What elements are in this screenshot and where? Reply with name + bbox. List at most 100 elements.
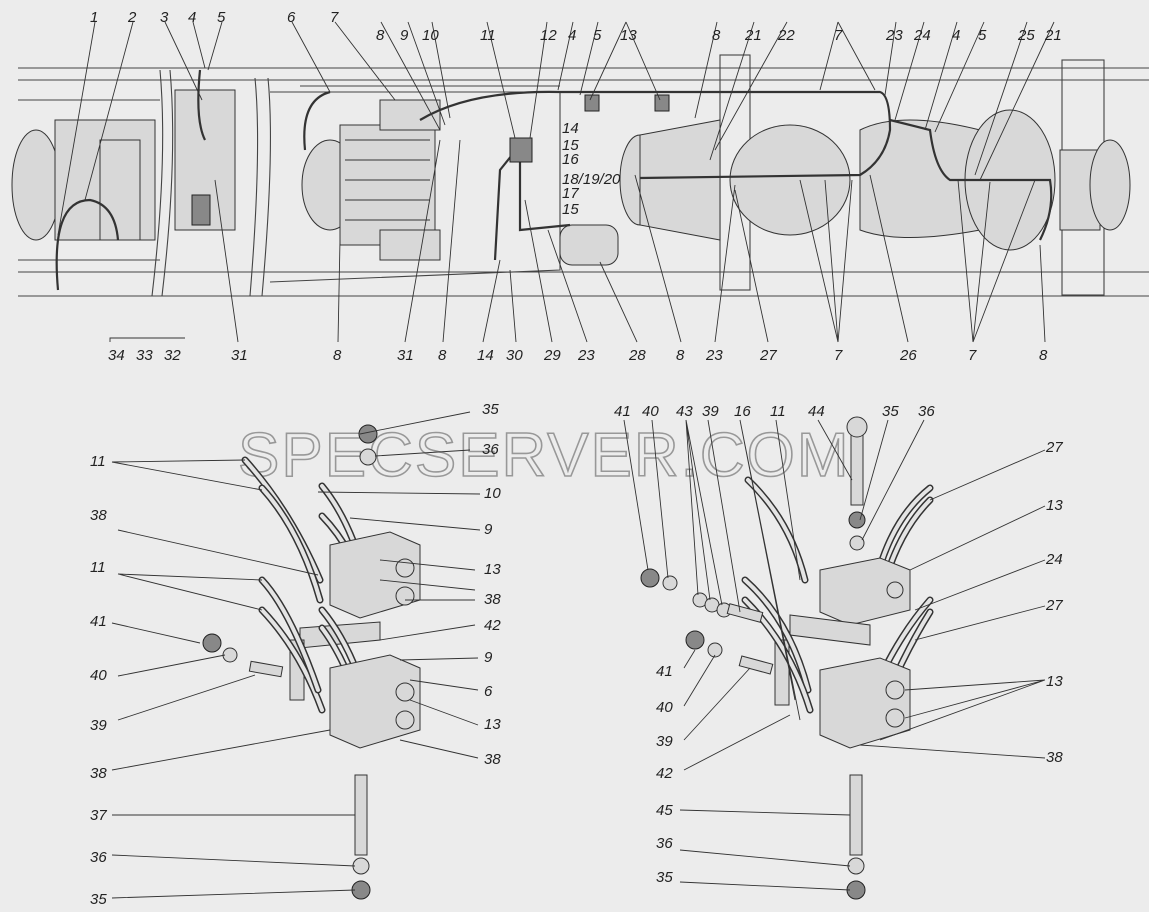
callout-label: 12 bbox=[540, 27, 557, 44]
callout-label: 8 bbox=[438, 347, 447, 364]
callout-label: 33 bbox=[136, 347, 153, 364]
callout-label: 10 bbox=[422, 27, 439, 44]
callout-label: 38 bbox=[484, 591, 501, 608]
callout-label: 23 bbox=[885, 27, 903, 44]
callout-label: 13 bbox=[484, 716, 501, 733]
callout-label: 27 bbox=[1045, 597, 1063, 614]
left-assembly-labels: 35 36 11 10 9 38 13 38 11 42 41 9 40 6 3… bbox=[90, 401, 501, 908]
callout-label: 14 bbox=[562, 120, 579, 137]
callout-label: 8 bbox=[333, 347, 342, 364]
callout-label: 7 bbox=[968, 347, 977, 364]
callout-label: 27 bbox=[1045, 439, 1063, 456]
callout-label: 2 bbox=[127, 9, 137, 26]
callout-label: 38 bbox=[90, 765, 107, 782]
brake-pipeline bbox=[55, 69, 1053, 291]
callout-label: 11 bbox=[90, 453, 106, 470]
callout-label: 7 bbox=[834, 347, 843, 364]
callout-label: 38 bbox=[484, 751, 501, 768]
callout-label: 18/19/20 bbox=[562, 171, 621, 188]
callout-label: 7 bbox=[834, 27, 843, 44]
watermark: SPECSERVER.COM bbox=[238, 421, 851, 490]
transfer-case bbox=[619, 119, 851, 241]
callout-label: 24 bbox=[1045, 551, 1063, 568]
callout-label: 35 bbox=[656, 869, 673, 886]
callout-label: 10 bbox=[484, 485, 501, 502]
top-labels-below: 34 33 32 31 8 31 8 14 30 29 23 28 8 23 2… bbox=[108, 347, 1048, 364]
callout-label: 43 bbox=[676, 403, 693, 420]
callout-label: 8 bbox=[712, 27, 721, 44]
callout-label: 45 bbox=[656, 802, 673, 819]
callout-label: 38 bbox=[1046, 749, 1063, 766]
top-labels-above: 1 2 3 4 5 6 7 8 9 10 11 12 4 5 13 8 21 2… bbox=[90, 9, 1062, 218]
callout-label: 4 bbox=[188, 9, 196, 26]
callout-label: 41 bbox=[90, 613, 107, 630]
callout-label: 39 bbox=[702, 403, 719, 420]
callout-label: 40 bbox=[90, 667, 107, 684]
callout-label: 14 bbox=[477, 347, 494, 364]
callout-label: 8 bbox=[376, 27, 385, 44]
callout-label: 16 bbox=[562, 151, 579, 168]
callout-label: 17 bbox=[562, 185, 579, 202]
callout-label: 41 bbox=[656, 663, 673, 680]
gearbox bbox=[301, 99, 441, 261]
callout-label: 39 bbox=[90, 717, 107, 734]
callout-label: 5 bbox=[593, 27, 602, 44]
callout-label: 42 bbox=[484, 617, 501, 634]
callout-label: 3 bbox=[160, 9, 169, 26]
engine-block bbox=[11, 89, 236, 241]
right-assembly-labels: 41 40 43 39 16 11 44 35 36 27 13 24 27 4… bbox=[614, 403, 1063, 886]
left-valve-assembly bbox=[202, 424, 421, 900]
callout-label: 4 bbox=[568, 27, 576, 44]
callout-label: 15 bbox=[562, 137, 579, 154]
callout-label: 1 bbox=[90, 9, 98, 26]
callout-label: 8 bbox=[1039, 347, 1048, 364]
callout-label: 36 bbox=[656, 835, 673, 852]
callout-label: 39 bbox=[656, 733, 673, 750]
callout-label: 21 bbox=[1044, 27, 1062, 44]
callout-label: 30 bbox=[506, 347, 523, 364]
callout-label: 37 bbox=[90, 807, 107, 824]
callout-label: 32 bbox=[164, 347, 181, 364]
callout-label: 8 bbox=[676, 347, 685, 364]
callout-label: 27 bbox=[759, 347, 777, 364]
callout-label: 11 bbox=[90, 559, 106, 576]
callout-label: 6 bbox=[484, 683, 493, 700]
callout-label: 35 bbox=[882, 403, 899, 420]
callout-label: 29 bbox=[543, 347, 561, 364]
callout-label: 5 bbox=[217, 9, 226, 26]
callout-label: 16 bbox=[734, 403, 751, 420]
callout-label: 31 bbox=[231, 347, 248, 364]
callout-label: 11 bbox=[770, 403, 786, 420]
callout-label: 13 bbox=[1046, 497, 1063, 514]
callout-label: 36 bbox=[90, 849, 107, 866]
callout-label: 13 bbox=[484, 561, 501, 578]
callout-label: 40 bbox=[656, 699, 673, 716]
callout-label: 11 bbox=[480, 27, 496, 44]
callout-label: 36 bbox=[918, 403, 935, 420]
callout-label: 35 bbox=[482, 401, 499, 418]
left-leader-lines bbox=[111, 411, 481, 899]
callout-label: 35 bbox=[90, 891, 107, 908]
right-leader-lines bbox=[623, 419, 1046, 891]
callout-label: 4 bbox=[952, 27, 960, 44]
top-leader-lines bbox=[57, 21, 1055, 343]
callout-label: 22 bbox=[777, 27, 795, 44]
callout-label: 36 bbox=[482, 441, 499, 458]
callout-label: 34 bbox=[108, 347, 125, 364]
callout-label: 25 bbox=[1017, 27, 1035, 44]
callout-label: 31 bbox=[397, 347, 414, 364]
callout-label: 28 bbox=[628, 347, 646, 364]
callout-label: 13 bbox=[620, 27, 637, 44]
callout-label: 9 bbox=[484, 521, 493, 538]
air-tank bbox=[559, 224, 619, 266]
callout-label: 40 bbox=[642, 403, 659, 420]
callout-label: 6 bbox=[287, 9, 296, 26]
callout-label: 24 bbox=[913, 27, 931, 44]
callout-label: 23 bbox=[705, 347, 723, 364]
right-valve-assembly bbox=[640, 416, 934, 900]
callout-label: 5 bbox=[978, 27, 987, 44]
callout-label: 21 bbox=[744, 27, 762, 44]
callout-label: 13 bbox=[1046, 673, 1063, 690]
